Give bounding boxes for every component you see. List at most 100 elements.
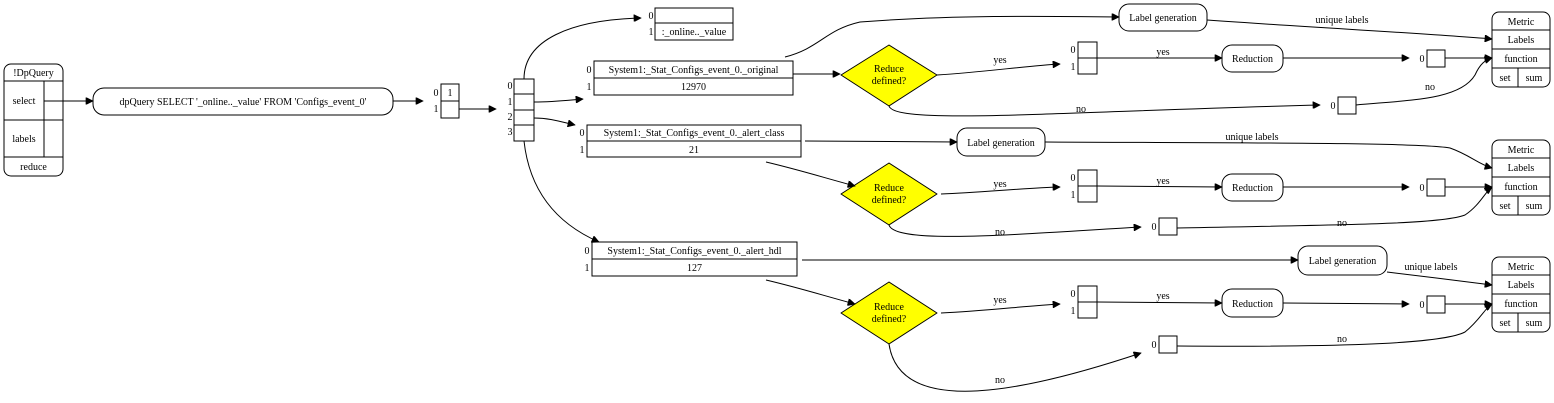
svg-text:0: 0 bbox=[1071, 173, 1076, 184]
edge-label-generation1-to-metric bbox=[1206, 19, 1492, 39]
reduce-decision: Reduce defined? bbox=[840, 281, 938, 345]
svg-text:0: 0 bbox=[1152, 222, 1157, 233]
edge-label-no: no bbox=[995, 375, 1005, 386]
svg-text:set: set bbox=[1499, 201, 1510, 212]
edge-label-no: no bbox=[995, 227, 1005, 238]
output-node: 0 bbox=[1420, 178, 1446, 197]
record-value: 21 bbox=[689, 145, 699, 156]
edge-decision3-yes bbox=[940, 304, 1060, 314]
result-index-0: 0 bbox=[434, 88, 439, 99]
dpquery-reduce-port: reduce bbox=[20, 162, 47, 173]
reduce-decision: Reduce defined? bbox=[840, 44, 938, 107]
edge-decision3-no bbox=[888, 343, 1141, 392]
edge-reduction3-to-output bbox=[1282, 303, 1409, 304]
header-column: :_online.._value bbox=[662, 27, 727, 38]
split-index-0: 0 bbox=[508, 81, 513, 92]
split-array-node: 0 1 2 3 bbox=[508, 78, 535, 142]
svg-text:sum: sum bbox=[1526, 201, 1543, 212]
edge-decision1-no bbox=[888, 105, 1320, 117]
result-array-node: 0 1 1 bbox=[434, 83, 460, 119]
header-row-node: 0 1 :_online.._value bbox=[649, 7, 734, 41]
svg-text:1: 1 bbox=[1071, 306, 1076, 317]
svg-text:0: 0 bbox=[1152, 340, 1157, 351]
dpquery-node: !DpQuery select labels reduce bbox=[3, 63, 64, 177]
edge-label-yes: yes bbox=[993, 179, 1006, 190]
svg-text:Labels: Labels bbox=[1508, 163, 1535, 174]
split-index-2: 2 bbox=[508, 112, 513, 123]
edge-label-unique-labels: unique labels bbox=[1404, 262, 1457, 273]
edge-split-to-record-1 bbox=[533, 99, 583, 102]
record-index-0: 0 bbox=[580, 128, 585, 139]
svg-text:defined?: defined? bbox=[872, 195, 907, 206]
edge-label-generation2-to-metric bbox=[1044, 141, 1492, 168]
header-index-1: 1 bbox=[649, 27, 654, 38]
record-index-0: 0 bbox=[585, 246, 590, 257]
edge-no1-to-metric bbox=[1355, 58, 1492, 106]
edge-record2-to-decision bbox=[765, 161, 855, 186]
edge-label-yes: yes bbox=[1156, 176, 1169, 187]
record-node: 0 1 System1:_Stat_Configs_event_0._origi… bbox=[587, 60, 794, 96]
svg-text:Reduction: Reduction bbox=[1232, 54, 1273, 65]
edge-label-unique-labels: unique labels bbox=[1225, 132, 1278, 143]
edge-labels: unique labels yes yes no no unique label… bbox=[993, 15, 1457, 386]
record-name: System1:_Stat_Configs_event_0._alert_hdl bbox=[607, 246, 781, 257]
output-node: 0 bbox=[1420, 295, 1446, 314]
query-node: dpQuery SELECT '_online.._value' FROM 'C… bbox=[92, 87, 394, 116]
edge-decision2-yes bbox=[940, 187, 1060, 195]
svg-text:defined?: defined? bbox=[872, 76, 907, 87]
svg-text:Labels: Labels bbox=[1508, 280, 1535, 291]
svg-text:Reduce: Reduce bbox=[874, 64, 905, 75]
edge-no3-to-metric bbox=[1176, 303, 1492, 347]
record-index-1: 1 bbox=[580, 145, 585, 156]
edge-label-no: no bbox=[1076, 104, 1086, 115]
label-generation-node: Label generation bbox=[1118, 3, 1208, 32]
svg-text:set: set bbox=[1499, 73, 1510, 84]
label-generation-node: Label generation bbox=[1297, 245, 1388, 276]
no-value-node: 0 bbox=[1331, 96, 1357, 115]
header-index-0: 0 bbox=[649, 11, 654, 22]
no-value-node: 0 bbox=[1152, 217, 1178, 236]
pair-node: 0 1 bbox=[1071, 169, 1098, 203]
svg-text:sum: sum bbox=[1526, 318, 1543, 329]
svg-text:Label generation: Label generation bbox=[967, 138, 1034, 149]
reduction-node: Reduction bbox=[1221, 173, 1284, 202]
svg-text:0: 0 bbox=[1071, 289, 1076, 300]
edge-no2-to-metric bbox=[1176, 187, 1492, 229]
metric-node: Metric Labels function set sum bbox=[1491, 139, 1551, 216]
edge-record1-to-label-generation bbox=[784, 16, 1119, 58]
split-index-1: 1 bbox=[508, 97, 513, 108]
edge-label-generation3-to-metric bbox=[1386, 271, 1492, 285]
svg-text:set: set bbox=[1499, 318, 1510, 329]
svg-text:0: 0 bbox=[1331, 101, 1336, 112]
edge-label-no: no bbox=[1337, 334, 1347, 345]
edge-split-to-record-2 bbox=[533, 117, 575, 125]
svg-text:Reduction: Reduction bbox=[1232, 183, 1273, 194]
record-name: System1:_Stat_Configs_event_0._alert_cla… bbox=[604, 128, 785, 139]
edges bbox=[44, 16, 1492, 392]
dpquery-select-port: select bbox=[13, 96, 36, 107]
svg-text:Label generation: Label generation bbox=[1309, 256, 1376, 267]
svg-text:0: 0 bbox=[1420, 183, 1425, 194]
label-generation-node: Label generation bbox=[956, 127, 1046, 157]
query-text: dpQuery SELECT '_online.._value' FROM 'C… bbox=[119, 97, 366, 108]
svg-text:0: 0 bbox=[1071, 45, 1076, 56]
split-index-3: 3 bbox=[508, 127, 513, 138]
svg-text:Reduction: Reduction bbox=[1232, 299, 1273, 310]
metric-node: Metric Labels function set sum bbox=[1491, 11, 1551, 88]
svg-text:sum: sum bbox=[1526, 73, 1543, 84]
edge-decision2-no bbox=[888, 225, 1141, 237]
edge-label-no: no bbox=[1337, 218, 1347, 229]
result-index-1: 1 bbox=[434, 104, 439, 115]
record-node: 0 1 System1:_Stat_Configs_event_0._alert… bbox=[585, 241, 798, 277]
edge-label-yes: yes bbox=[1156, 291, 1169, 302]
edge-label-yes: yes bbox=[993, 295, 1006, 306]
edge-label-yes: yes bbox=[993, 55, 1006, 66]
svg-text:Labels: Labels bbox=[1508, 35, 1535, 46]
svg-text:1: 1 bbox=[1071, 190, 1076, 201]
edge-split-to-record-3 bbox=[523, 140, 599, 242]
record-name: System1:_Stat_Configs_event_0._original bbox=[609, 65, 779, 76]
svg-text:Reduce: Reduce bbox=[874, 302, 905, 313]
reduce-decision: Reduce defined? bbox=[840, 162, 938, 226]
edge-decision1-yes bbox=[936, 64, 1060, 76]
record-index-1: 1 bbox=[585, 263, 590, 274]
